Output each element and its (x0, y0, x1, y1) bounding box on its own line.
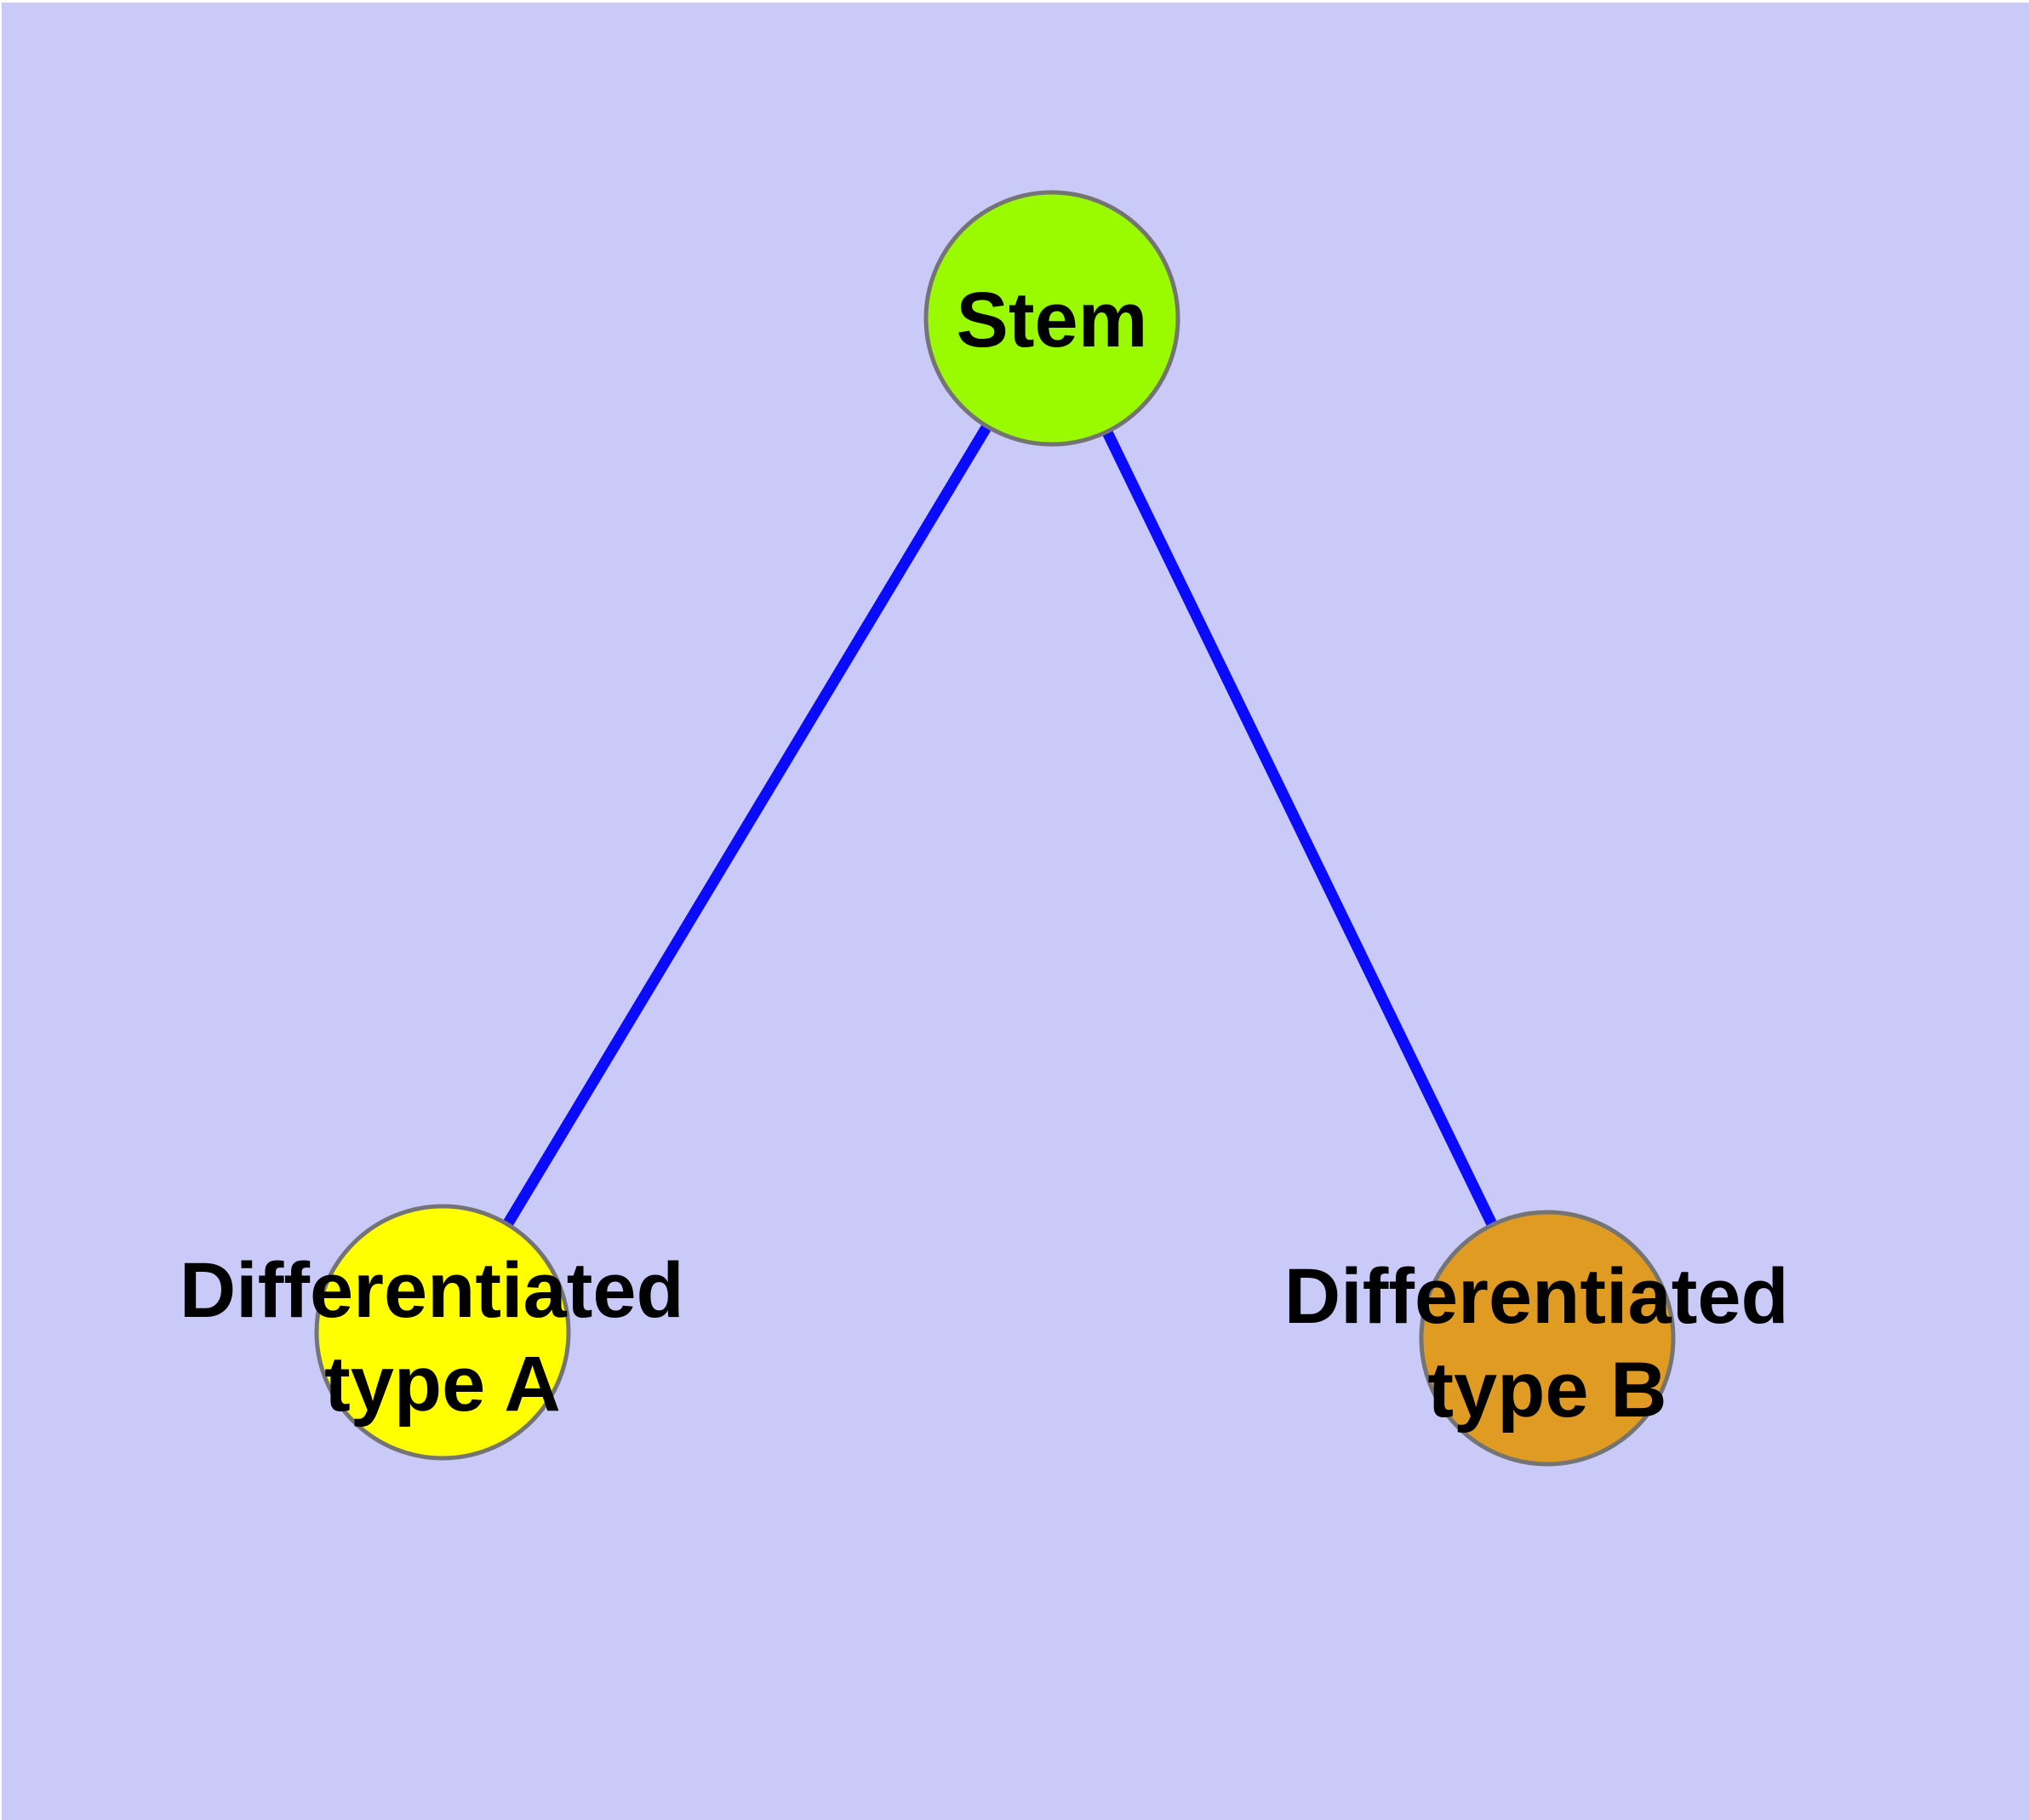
node-type-b-label-line2: type B (1427, 1347, 1666, 1434)
edge-stem-to-type-b[interactable] (1047, 316, 1552, 1341)
node-type-b-label: Differentiated type B (1284, 1253, 1811, 1434)
node-type-a-label-line2: type A (324, 1341, 561, 1428)
node-type-a-label: Differentiated type A (180, 1247, 706, 1428)
node-type-a-label-line1: Differentiated (180, 1247, 684, 1334)
edge-stem-to-type-a[interactable] (437, 315, 1057, 1336)
node-stem-circle[interactable] (923, 190, 1180, 447)
node-stem-label: Stem (957, 277, 1148, 363)
node-type-b-circle[interactable] (1419, 1210, 1676, 1467)
node-type-b-label-line1: Differentiated (1284, 1253, 1789, 1340)
node-type-a-circle[interactable] (314, 1204, 571, 1461)
